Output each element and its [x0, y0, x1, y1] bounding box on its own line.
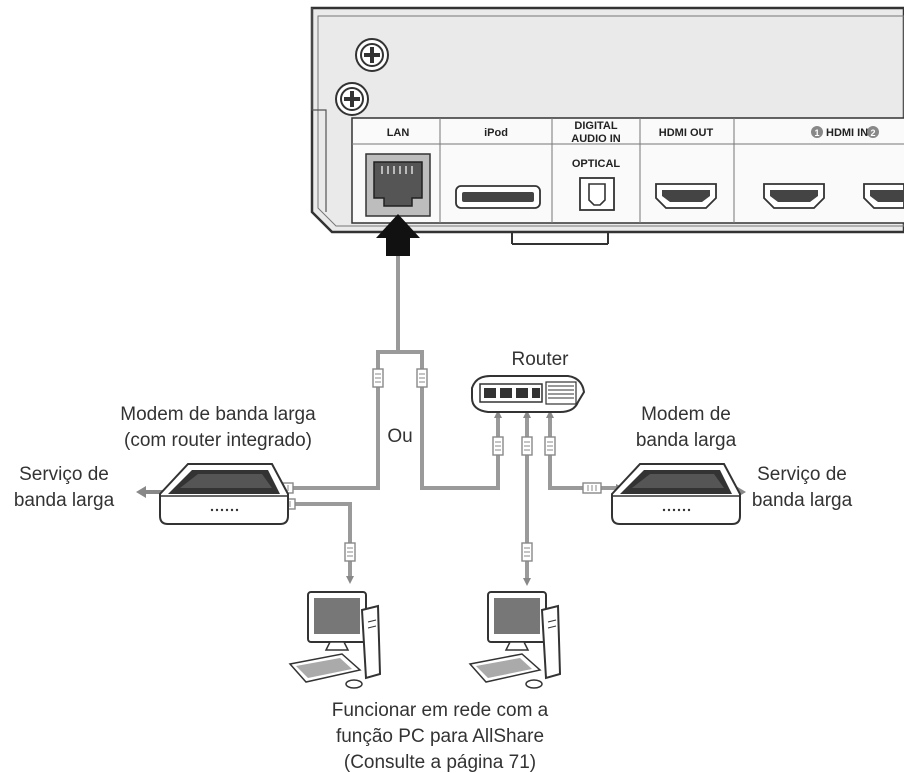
hdmi-in-1-number: 1 [814, 128, 819, 138]
service-left-label-line1: Serviço de [19, 464, 109, 485]
hdmi-in-1-port-icon [763, 183, 825, 209]
hdmi-out-port-label: HDMI OUT [659, 127, 714, 139]
lan-port-label: LAN [387, 127, 410, 139]
hdmi-in-2-port-icon [863, 183, 904, 209]
screw-icon [335, 82, 369, 116]
ipod-port-icon [455, 185, 541, 209]
caption-line2: função PC para AllShare [336, 726, 544, 747]
hdmi-in-2-number: 2 [870, 128, 875, 138]
router-label: Router [511, 349, 569, 370]
ipod-port-label: iPod [484, 127, 508, 139]
service-right-label-line2: banda larga [752, 490, 853, 511]
device-rear-panel [310, 6, 904, 245]
router-icon [471, 375, 586, 413]
modem-icon [611, 463, 741, 525]
optical-port-label: OPTICAL [572, 158, 621, 170]
hdmi-in-port-label: HDMI IN [826, 127, 868, 139]
modem-with-router-icon [159, 463, 289, 525]
modem-label-line2: banda larga [636, 430, 737, 451]
modem-label-line1: Modem de [641, 404, 731, 425]
modem-router-label-line2: (com router integrado) [124, 430, 312, 451]
hdmi-out-port-icon [655, 183, 717, 209]
screw-icon [355, 38, 389, 72]
or-label: Ou [387, 426, 412, 447]
optical-port-icon [579, 177, 615, 211]
modem-router-label-line1: Modem de banda larga [120, 404, 316, 425]
digital-audio-label-line2: AUDIO IN [571, 133, 621, 145]
insert-arrow-icon [376, 214, 420, 256]
service-left-label-line2: banda larga [14, 490, 115, 511]
service-right-label-line1: Serviço de [757, 464, 847, 485]
hdmi-in-2-marker [867, 126, 879, 138]
digital-audio-label-line1: DIGITAL [574, 120, 617, 132]
computer-icon [469, 591, 561, 689]
computer-icon [289, 591, 381, 689]
caption-line3: (Consulte a página 71) [344, 752, 536, 773]
caption-line1: Funcionar em rede com a [332, 700, 549, 721]
hdmi-in-1-marker [811, 126, 823, 138]
lan-port-icon [365, 153, 431, 217]
